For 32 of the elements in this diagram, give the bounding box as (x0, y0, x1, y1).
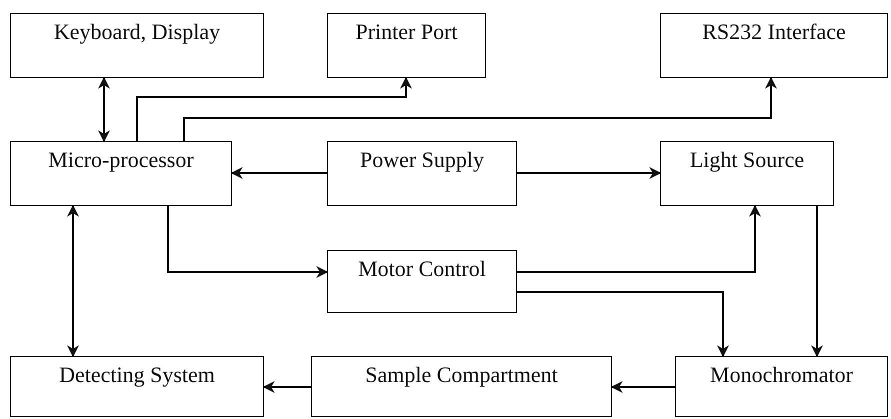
block-box (327, 250, 517, 313)
block-label: Printer Port (355, 19, 458, 46)
block-box (327, 141, 517, 206)
block-box (660, 13, 888, 78)
block-label: Detecting System (59, 362, 215, 388)
arrow (183, 76, 777, 141)
block-box (327, 13, 486, 78)
block-label: Keyboard, Display (54, 19, 220, 46)
block-box (10, 141, 232, 206)
block-label: RS232 Interface (702, 19, 846, 46)
block-label: Motor Control (358, 256, 486, 282)
block-box (660, 141, 834, 206)
arrow (67, 204, 79, 358)
block-label: Light Source (690, 147, 804, 174)
arrow (98, 76, 110, 142)
arrow (230, 167, 327, 179)
arrow (517, 167, 662, 179)
block-box (10, 356, 264, 417)
arrow (811, 206, 823, 358)
block-label: Micro-processor (48, 147, 194, 174)
block-box (10, 13, 264, 78)
arrow (517, 204, 761, 273)
arrow (517, 291, 729, 358)
block-box (311, 356, 612, 417)
block-label: Power Supply (360, 147, 484, 174)
block-label: Sample Compartment (365, 362, 558, 388)
arrow (610, 381, 675, 393)
arrow (136, 76, 412, 141)
arrow (167, 206, 328, 278)
block-label: Monochromator (710, 362, 853, 388)
arrow (262, 381, 311, 393)
block-box (675, 356, 888, 417)
